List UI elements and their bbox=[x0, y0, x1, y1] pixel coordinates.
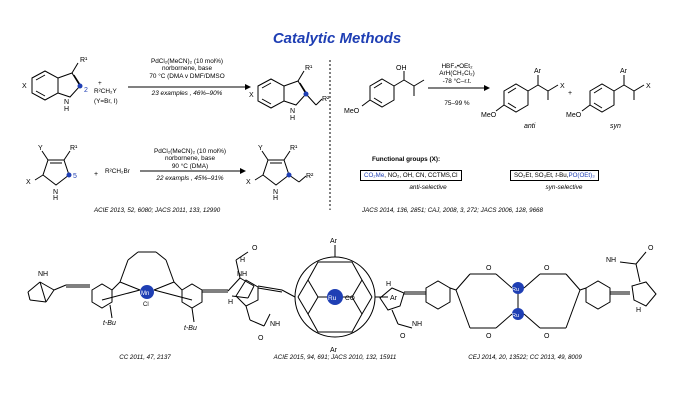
atom-label: t-Bu bbox=[103, 320, 116, 327]
benzylic-alcohol bbox=[361, 71, 425, 108]
syn-fg-box: SO₂Et, SO₃Et, t-Bu,PO(OEt)₃ bbox=[510, 170, 599, 182]
atom-label: NH bbox=[412, 321, 422, 328]
left-references: ACIE 2013, 52, 6080; JACS 2011, 133, 129… bbox=[94, 207, 221, 214]
atom-label: Cl bbox=[143, 302, 149, 308]
atom-label: Ar bbox=[390, 295, 398, 302]
atom-label: H bbox=[290, 115, 295, 122]
fg-heading: Functional groups (X): bbox=[372, 156, 441, 163]
rxn3-yield: 75–99 % bbox=[444, 100, 470, 107]
atom-label: MeO bbox=[481, 112, 497, 119]
atom-label: O bbox=[486, 333, 492, 340]
atom-label: CO bbox=[345, 295, 355, 302]
atom-label: R² bbox=[306, 173, 314, 180]
ref-ru-dimer: CEJ 2014, 20, 13522; CC 2013, 49, 8009 bbox=[468, 354, 582, 361]
ref-mn-salen: CC 2011, 47, 2137 bbox=[119, 354, 171, 361]
atom-label: R¹ bbox=[70, 145, 78, 152]
atom-label: NH bbox=[38, 271, 48, 278]
atom-label: H bbox=[636, 307, 641, 314]
atom-label: Ar bbox=[534, 68, 542, 75]
atom-label: R¹ bbox=[290, 145, 298, 152]
atom-NH: N bbox=[64, 99, 69, 106]
rxn2-conditions: PdCl₂(MeCN)₂ (10 mol%) norbornene, base … bbox=[153, 148, 227, 170]
rxn3-conditions: HBF₄•OEt₂ ArH(CH₂Cl₂) -78 °C–r.t. bbox=[439, 63, 475, 85]
atom-label: O bbox=[544, 333, 550, 340]
metal-Ru: Ru bbox=[328, 295, 337, 302]
atom-label: Ar bbox=[330, 347, 338, 354]
syn-label: syn bbox=[610, 123, 621, 130]
metal-Mn: Mn bbox=[141, 291, 149, 297]
atom-label: Y bbox=[258, 145, 263, 152]
rxn2-scope: 22 exampls , 45%–91% bbox=[156, 175, 224, 182]
ref-ru-porphyrin: ACIE 2015, 94, 691; JACS 2010, 132, 1591… bbox=[273, 354, 397, 361]
atom-label: Y bbox=[38, 145, 43, 152]
plus-sign: + bbox=[94, 171, 98, 178]
right-references: JACS 2014, 136, 2851; CAJ, 2008, 3, 272;… bbox=[362, 207, 543, 214]
atom-label: X bbox=[26, 179, 31, 186]
diruthenium-catalyst bbox=[379, 251, 657, 329]
atom-label: R² bbox=[322, 96, 330, 103]
atom-label: O bbox=[252, 245, 258, 252]
atom-label: H bbox=[240, 257, 245, 264]
atom-label: N bbox=[53, 189, 58, 196]
atom-label: Ar bbox=[330, 238, 338, 245]
rxn1-plus: + bbox=[98, 80, 102, 87]
rxn2-reagent: R²CH₂Br bbox=[105, 168, 130, 175]
rxn1-reagent-note: (Y=Br, I) bbox=[94, 98, 118, 105]
atom-label: X bbox=[246, 179, 251, 186]
atom-label: O bbox=[486, 265, 492, 272]
indole-starting-material bbox=[31, 62, 83, 101]
atom-label: + bbox=[568, 90, 572, 97]
syn-product bbox=[581, 75, 645, 113]
anti-product bbox=[495, 75, 559, 113]
atom-label: R¹ bbox=[305, 65, 313, 72]
atom-label: N bbox=[273, 189, 278, 196]
atom-label: O bbox=[648, 245, 654, 252]
anti-fg-box: CO₂Me, NO₂, OH, CN, CCTMS,Cl bbox=[360, 170, 462, 182]
atom-label: MeO bbox=[344, 108, 360, 115]
syn-selective-label: syn-selective bbox=[545, 184, 583, 191]
atom-label: MeO bbox=[566, 112, 582, 119]
mn-salen-catalyst bbox=[27, 251, 255, 323]
anti-selective-label: anti-selective bbox=[409, 184, 447, 191]
anti-label: anti bbox=[524, 123, 536, 130]
atom-label: NH bbox=[270, 321, 280, 328]
atom-label: NH bbox=[237, 271, 247, 278]
atom-label: Ar bbox=[620, 68, 628, 75]
atom-label: O bbox=[400, 333, 406, 340]
atom-label: t-Bu bbox=[184, 325, 197, 332]
atom-label: O bbox=[544, 265, 550, 272]
atom-X: X bbox=[22, 83, 27, 90]
atom-label: H bbox=[53, 195, 58, 202]
atom-label: H bbox=[228, 299, 233, 306]
atom-label: X bbox=[249, 92, 254, 99]
atom-label: H bbox=[386, 281, 391, 288]
atom-label: H bbox=[273, 195, 278, 202]
indole-product bbox=[257, 70, 323, 109]
rxn1-scope: 23 examples , 46%–90% bbox=[151, 90, 223, 97]
atom-label: OH bbox=[396, 65, 407, 72]
atom-label: N bbox=[290, 108, 295, 115]
position-5: 5 bbox=[73, 173, 77, 180]
atom-label: O bbox=[258, 335, 264, 342]
atom-label: Ru bbox=[512, 287, 519, 293]
rxn1-reagent: R²CH₂Y bbox=[94, 88, 117, 95]
atom-R1: R¹ bbox=[80, 57, 88, 64]
position-2: 2 bbox=[84, 87, 88, 94]
atom-label: X bbox=[560, 83, 565, 90]
pyrrole-starting-material bbox=[34, 150, 72, 186]
atom-H: H bbox=[64, 106, 69, 113]
atom-label: X bbox=[646, 83, 651, 90]
ru-porphyrin-catalyst bbox=[235, 245, 388, 338]
atom-label: Ru bbox=[512, 313, 519, 319]
page-title: Catalytic Methods bbox=[272, 30, 402, 47]
rxn1-conditions: PdCl₂(MeCN)₂ (10 mol%) norbornene, base … bbox=[149, 58, 225, 80]
pyrrole-product bbox=[254, 150, 307, 186]
atom-label: NH bbox=[606, 257, 616, 264]
